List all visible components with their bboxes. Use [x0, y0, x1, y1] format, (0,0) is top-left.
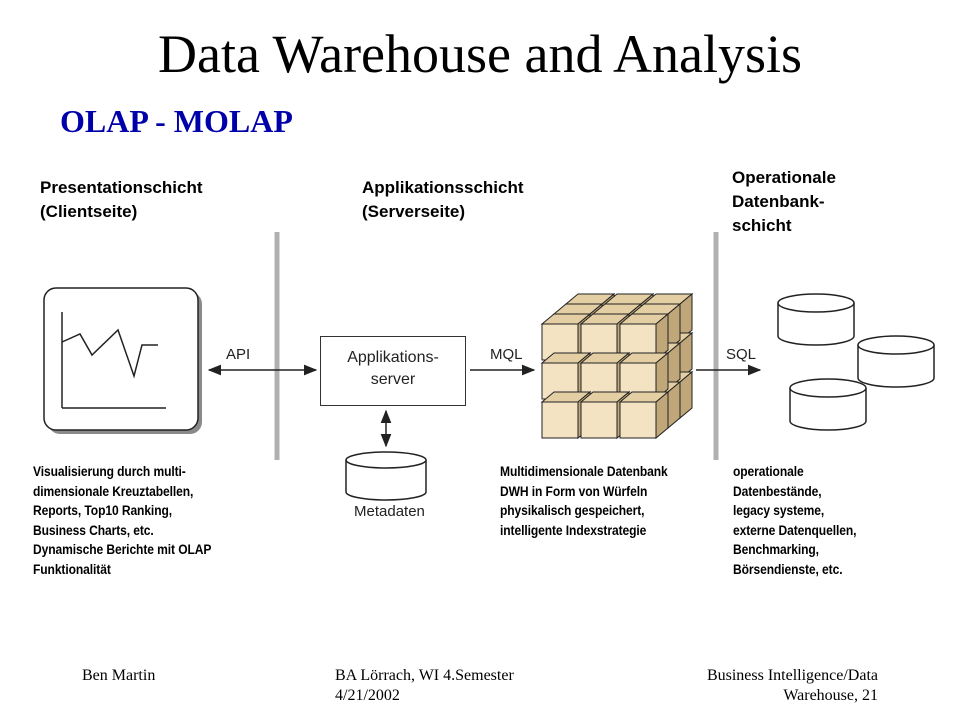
footer-line: 4/21/2002	[335, 687, 400, 704]
description-line: dimensionale Kreuztabellen,	[33, 483, 194, 499]
metadata-label: Metadaten	[354, 503, 425, 520]
multidimensional-cube-icon	[540, 292, 694, 440]
footer-line: Warehouse, 21	[783, 687, 878, 704]
application-server-label: Applikations- server	[320, 347, 466, 391]
server-label-line: Applikations-	[347, 349, 439, 366]
server-label-line: server	[370, 371, 416, 388]
layer-heading-presentation: Presentationschicht (Clientseite)	[40, 176, 203, 224]
slide-subtitle: OLAP - MOLAP	[60, 103, 293, 139]
description-line: operationale	[733, 464, 804, 479]
database-cylinder-icon	[857, 335, 935, 388]
footer-line: Business Intelligence/Data	[706, 667, 878, 684]
slide-title: Data Warehouse and Analysis	[158, 24, 802, 84]
cube-cell	[619, 401, 657, 439]
layer-heading-line: Operationale	[732, 168, 836, 187]
description-line: physikalisch gespeichert,	[500, 503, 645, 519]
description-line: externe Datenquellen,	[733, 522, 857, 538]
layer-heading-operational: Operationale Datenbank- schicht	[732, 166, 836, 238]
description-line: legacy systeme,	[733, 503, 825, 519]
description-line: Visualisierung durch multi-	[33, 464, 186, 479]
description-line: Benchmarking,	[733, 542, 819, 558]
description-line: DWH in Form von Würfeln	[500, 483, 648, 499]
database-cylinder-icon	[777, 293, 855, 346]
description-operational: operationale Datenbestände, legacy syste…	[733, 462, 856, 580]
description-line: Dynamische Berichte mit OLAP	[33, 542, 212, 558]
layer-heading-line: Datenbank-	[732, 192, 825, 211]
layer-heading-application: Applikationsschicht (Serverseite)	[362, 176, 524, 224]
metadata-database-icon	[345, 451, 427, 501]
database-cylinder-icon	[789, 378, 867, 431]
footer-course: BA Lörrach, WI 4.Semester 4/21/2002	[335, 666, 514, 706]
layer-heading-line: Applikationsschicht	[362, 178, 524, 197]
footer-author: Ben Martin	[82, 667, 156, 684]
layer-heading-line: (Clientseite)	[40, 202, 138, 221]
description-line: Datenbestände,	[733, 483, 822, 499]
sql-label: SQL	[726, 346, 757, 363]
description-multidimensional: Multidimensionale Datenbank DWH in Form …	[500, 462, 668, 540]
mql-label: MQL	[490, 346, 523, 363]
cube-cell	[580, 401, 618, 439]
api-label: API	[226, 346, 251, 363]
description-line: Multidimensionale Datenbank	[500, 464, 668, 479]
cube-cell	[541, 401, 579, 439]
description-presentation: Visualisierung durch multi- dimensionale…	[33, 462, 211, 580]
footer-line: BA Lörrach, WI 4.Semester	[335, 667, 514, 684]
layer-heading-line: Presentationschicht	[40, 178, 203, 197]
monitor-chart-icon	[43, 287, 202, 434]
layer-heading-line: (Serverseite)	[362, 202, 466, 221]
layer-heading-line: schicht	[732, 216, 792, 235]
description-line: intelligente Indexstrategie	[500, 522, 647, 538]
footer-topic: Business Intelligence/Data Warehouse, 21	[678, 666, 878, 706]
description-line: Funktionalität	[33, 561, 111, 577]
description-line: Business Charts, etc.	[33, 522, 154, 538]
description-line: Reports, Top10 Ranking,	[33, 503, 173, 519]
description-line: Börsendienste, etc.	[733, 561, 843, 577]
application-server-box	[320, 336, 466, 406]
